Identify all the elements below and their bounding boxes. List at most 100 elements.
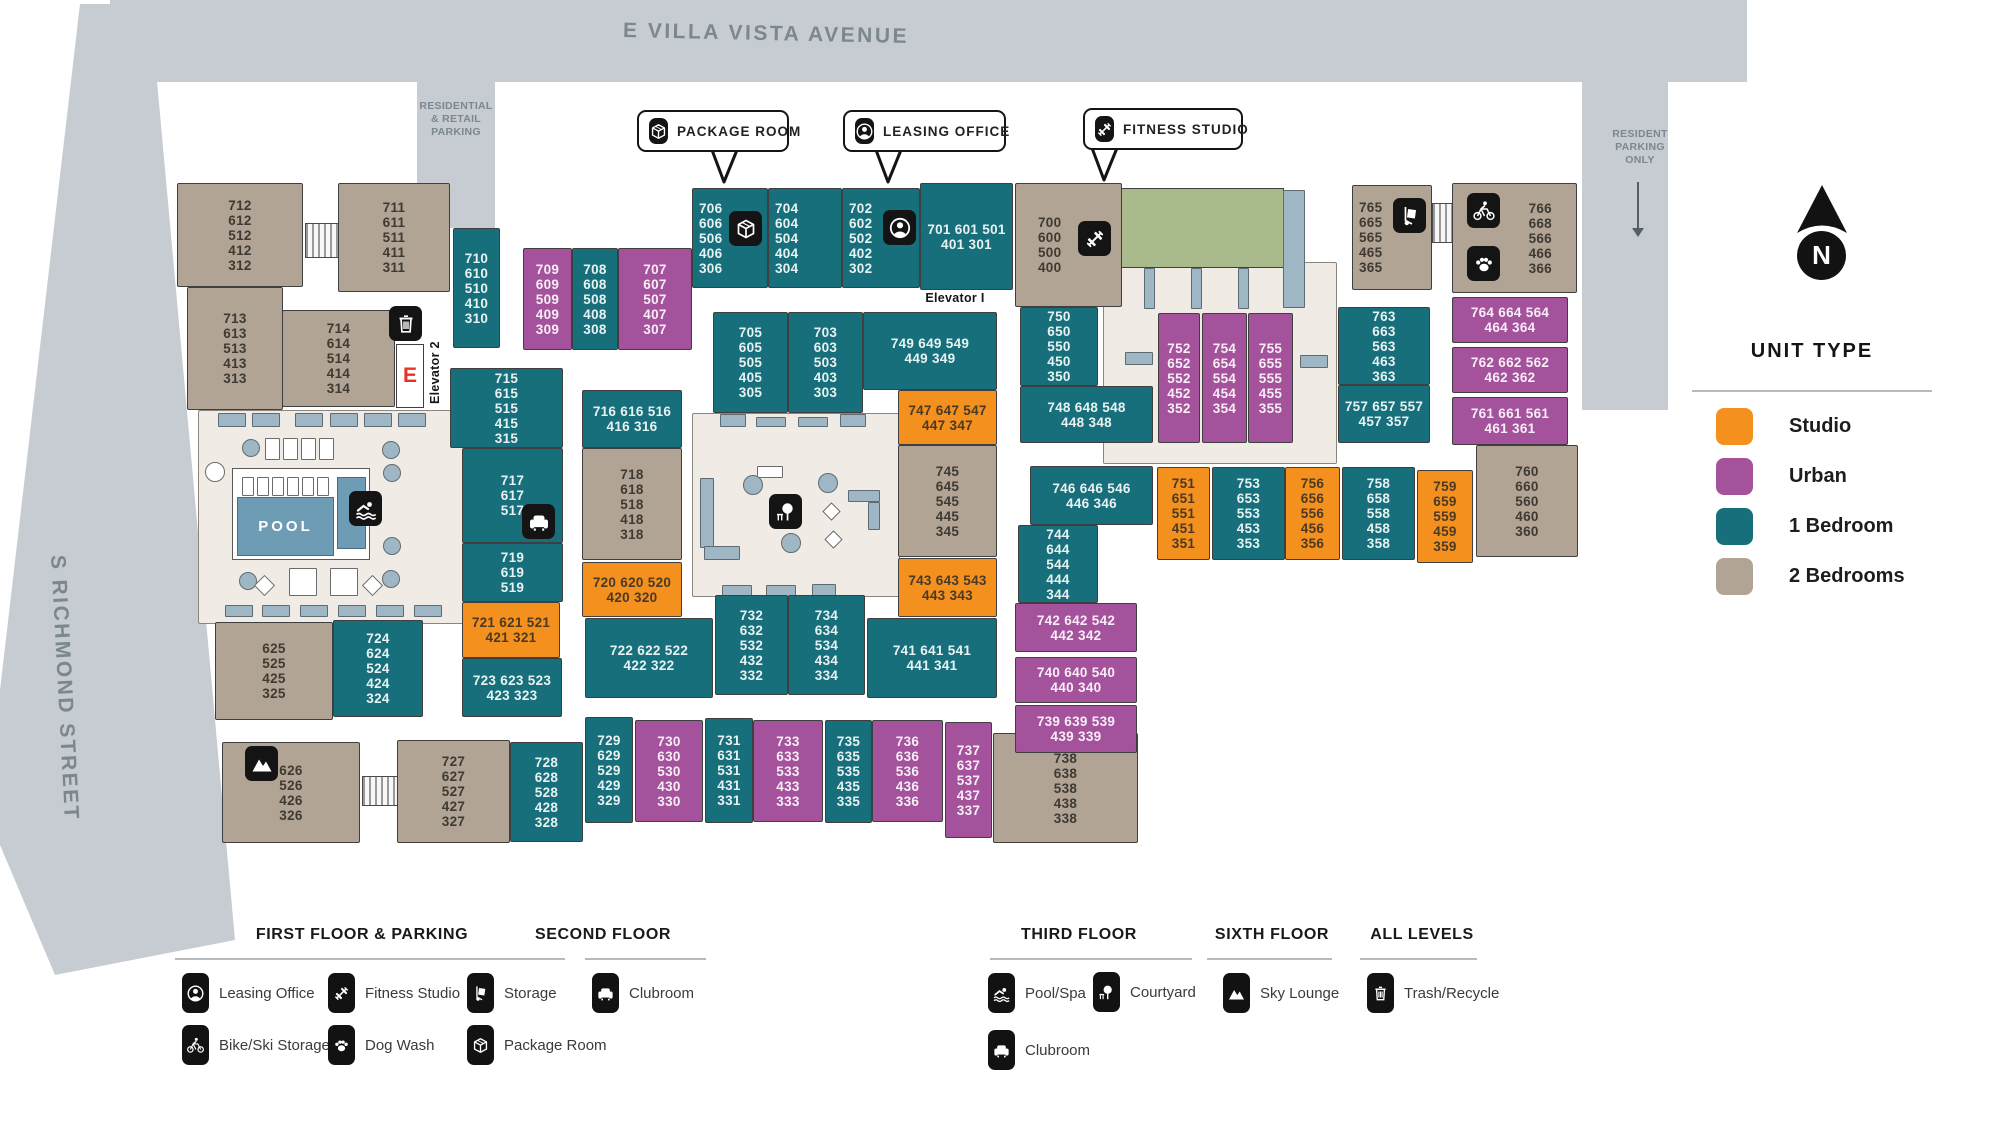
- unit-number-line: 545: [935, 493, 960, 509]
- unit-number-line: 534: [814, 637, 839, 653]
- callout-tail: [710, 149, 739, 184]
- unit-number-line: 310: [464, 310, 489, 326]
- unit-number-line: 659: [1433, 494, 1457, 509]
- unit-number-line: 456: [1300, 521, 1325, 536]
- unit-number-line: 449 349: [904, 351, 956, 366]
- unit-number-line: 630: [657, 748, 681, 764]
- legend-item-pool-spa: Pool/Spa: [988, 973, 1086, 1013]
- legend-section-title: ALL LEVELS: [1370, 926, 1474, 943]
- unit-type-legend-divider: [1692, 390, 1932, 392]
- legend-item-label: Clubroom: [629, 984, 695, 1002]
- legend-item-storage: Storage: [467, 973, 557, 1013]
- furniture: [376, 605, 404, 617]
- legend-item-sky-lounge: Sky Lounge: [1223, 973, 1339, 1013]
- furniture: [272, 477, 284, 496]
- unit-number-line: 733: [776, 733, 800, 749]
- unit-number-line: 732: [739, 607, 764, 623]
- unit-number-line: 518: [620, 496, 644, 512]
- unit-type-2-bedrooms: 2 Bedrooms: [1716, 558, 1905, 595]
- unit-number-line: 551: [1171, 506, 1196, 521]
- unit-type-swatch: [1716, 458, 1753, 495]
- furniture: [840, 414, 866, 427]
- unit-number-line: 653: [1236, 491, 1261, 506]
- unit-number-line: 752: [1167, 340, 1191, 356]
- furniture: [283, 438, 298, 460]
- unit-number-line: 668: [1528, 215, 1552, 231]
- unit-number-line: 563: [1372, 338, 1396, 354]
- couch-icon: [522, 504, 555, 539]
- unit-number-line: 363: [1372, 368, 1396, 384]
- unit-number-line: 610: [464, 265, 489, 281]
- unit-number-line: 632: [739, 622, 764, 638]
- legend-section-divider: [175, 958, 565, 960]
- unit-number-line: 500: [1038, 245, 1062, 260]
- furniture: [1144, 268, 1155, 309]
- unit-number-line: 509: [535, 291, 560, 307]
- unit-number-line: 324: [366, 691, 390, 706]
- unit-number-line: 552: [1167, 370, 1191, 386]
- unit-number-line: 356: [1300, 536, 1325, 551]
- bike-icon: [182, 1025, 209, 1065]
- unit-number-line: 459: [1433, 524, 1457, 539]
- unit-number-line: 466: [1528, 245, 1552, 261]
- unit-number-line: 707: [643, 261, 667, 277]
- legend-item-label: Leasing Office: [219, 984, 315, 1002]
- furniture: [818, 473, 838, 493]
- unit-number-line: 455: [1258, 385, 1283, 401]
- unit-number-line: 517: [500, 503, 525, 518]
- unit-number-line: 702: [849, 200, 873, 216]
- handtruck-icon: [467, 973, 494, 1013]
- trash-icon: [1367, 973, 1394, 1013]
- unit-number-line: 305: [738, 385, 763, 400]
- unit-number-line: 307: [643, 321, 667, 337]
- furniture: [1191, 268, 1202, 309]
- unit-number-line: 314: [326, 381, 351, 396]
- unit-number-line: 435: [836, 779, 861, 794]
- unit-number-line: 337: [956, 802, 981, 818]
- unit-number-line: 753: [1236, 476, 1261, 491]
- unit-number-line: 425: [262, 671, 286, 686]
- unit-number-line: 742 642 542: [1036, 612, 1116, 628]
- unit-number-line: 607: [643, 276, 667, 292]
- unit-number-line: 508: [583, 291, 607, 307]
- unit-number-line: 537: [956, 772, 981, 788]
- compass-north-label: N: [1812, 240, 1831, 270]
- unit-number-line: 556: [1300, 506, 1325, 521]
- unit-number-line: 503: [813, 355, 838, 370]
- legend-section-divider: [1207, 958, 1332, 960]
- unit-number-line: 718: [620, 466, 644, 482]
- unit-number-line: 402: [849, 245, 873, 261]
- pool: POOL: [237, 497, 334, 556]
- unit-number-line: 554: [1212, 370, 1237, 386]
- unit-number-line: 544: [1046, 556, 1070, 572]
- unit-number-line: 529: [597, 762, 621, 778]
- unit-number-line: 304: [775, 260, 799, 276]
- unit-number-line: 758: [1366, 476, 1391, 491]
- resident-parking-only-note: RESIDENT PARKING ONLY: [1612, 128, 1668, 167]
- unit-type-label: 1 Bedroom: [1789, 515, 1894, 537]
- unit-number-line: 406: [699, 245, 723, 261]
- furniture: [265, 438, 280, 460]
- unit-number-line: 458: [1366, 521, 1391, 536]
- unit-number-line: 410: [464, 295, 489, 311]
- furniture: [700, 478, 714, 548]
- unit-number-line: 331: [717, 793, 741, 808]
- unit-number-line: 462 362: [1484, 370, 1536, 385]
- unit-number-line: 763: [1372, 308, 1396, 324]
- callout-label: LEASING OFFICE: [883, 123, 1011, 139]
- unit-number-line: 755: [1258, 340, 1283, 356]
- furniture: [1125, 352, 1153, 365]
- swimmer-icon: [349, 491, 382, 526]
- unit-number-line: 504: [775, 230, 799, 246]
- callout-leasing-office: LEASING OFFICE: [843, 110, 1009, 152]
